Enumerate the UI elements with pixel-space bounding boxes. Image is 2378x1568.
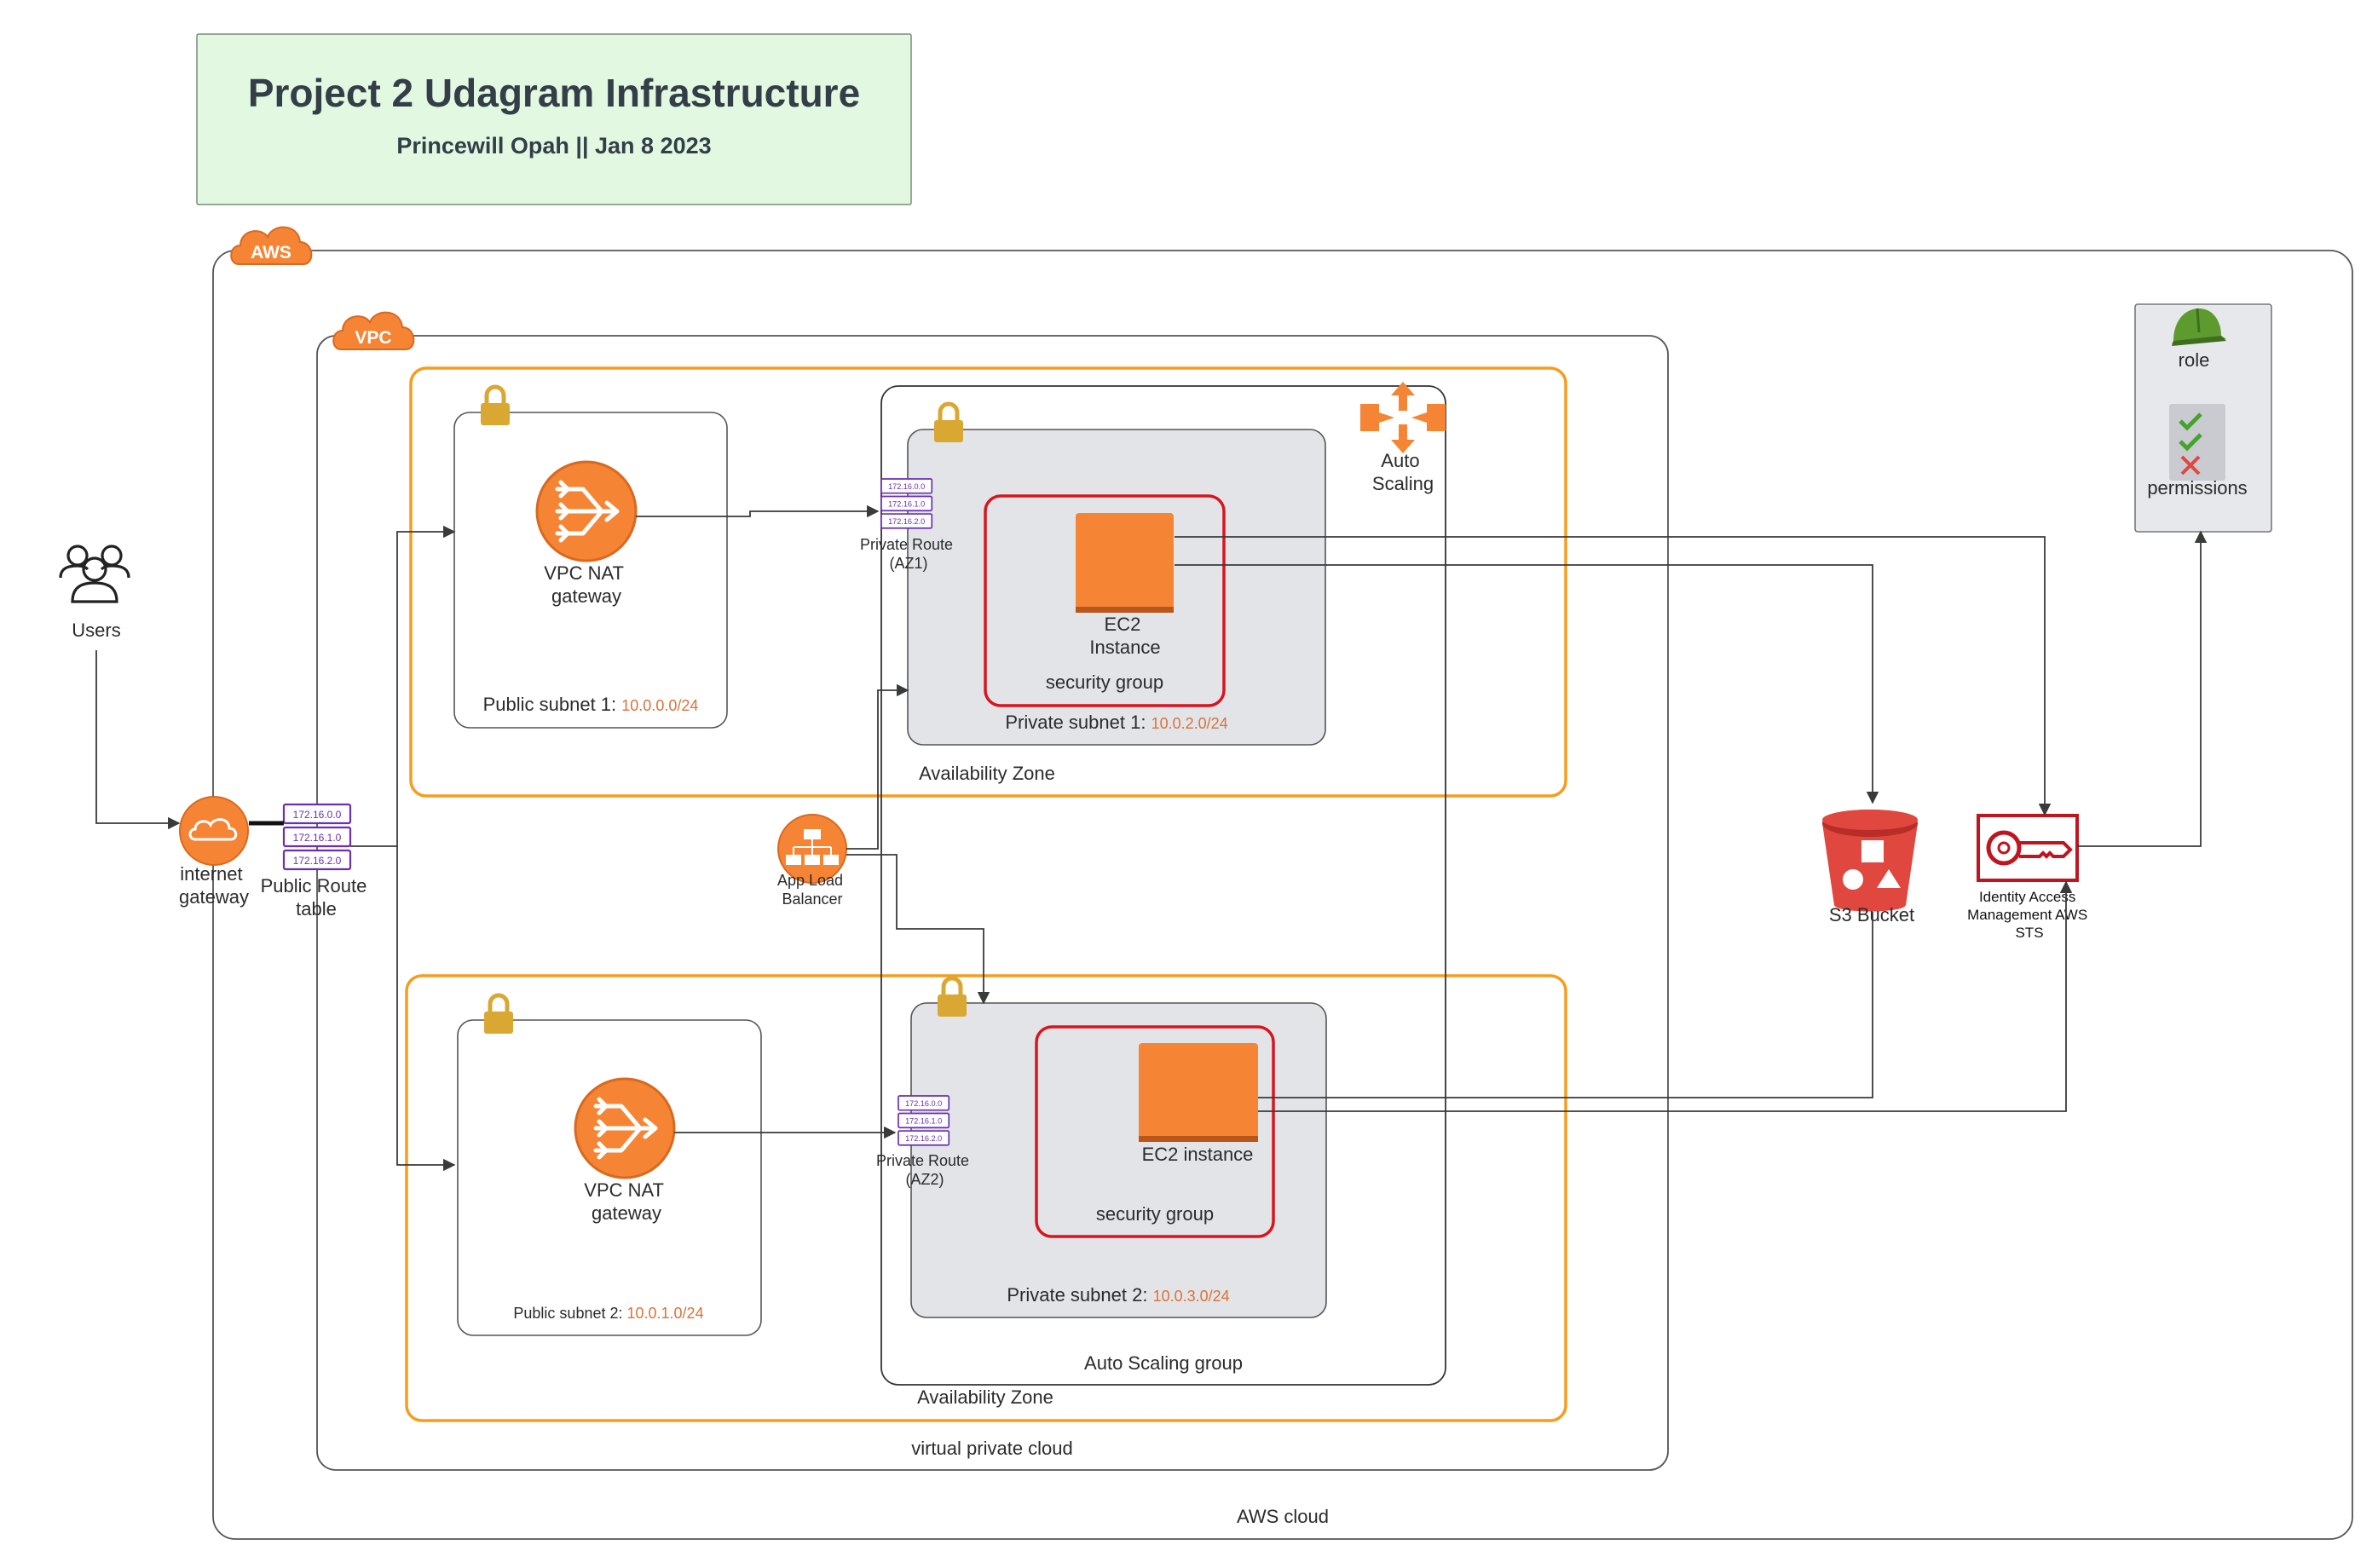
private-route-az2-label: Private Route (AZ2): [876, 1152, 973, 1188]
nat-gateway-1-label: VPC NAT gateway: [544, 562, 628, 607]
security-group-1-label: security group: [1046, 672, 1163, 693]
ec2-instance-1-label: EC2 Instance: [1089, 614, 1160, 658]
hard-hat-icon: [2172, 308, 2226, 346]
aws-cloud-container: [212, 250, 2353, 1540]
vpc-label: virtual private cloud: [911, 1438, 1073, 1459]
auto-scaling-label: Auto Scaling: [1372, 450, 1434, 494]
vpc-badge-label: VPC: [355, 328, 391, 348]
route-entry: 172.16.2.0: [888, 517, 925, 526]
route-table-icon[interactable]: 172.16.0.0 172.16.1.0 172.16.2.0: [898, 1095, 950, 1146]
private-subnet-2: [910, 1002, 1327, 1318]
aws-cloud-icon: AWS: [230, 226, 313, 265]
private-subnet-2-label: Private subnet 2: 10.0.3.0/24: [1007, 1284, 1229, 1306]
route-table-icon[interactable]: 172.16.0.0 172.16.1.0 172.16.2.0: [282, 803, 352, 871]
s3-bucket-label: S3 Bucket: [1829, 904, 1914, 925]
route-entry: 172.16.1.0: [888, 500, 925, 509]
auto-scaling-icon: [1360, 382, 1446, 453]
public-route-table-label: Public Route table: [261, 875, 372, 919]
auto-scaling-group-label: Auto Scaling group: [1084, 1352, 1243, 1374]
security-group-1: [984, 494, 1226, 707]
route-entry: 172.16.1.0: [293, 832, 342, 844]
lock-icon: [934, 404, 963, 442]
route-entry: 172.16.0.0: [888, 482, 925, 491]
users-icon: [59, 545, 130, 603]
lock-icon: [481, 387, 510, 425]
route-entry: 172.16.0.0: [905, 1099, 942, 1108]
vpc-cloud-icon: VPC: [332, 311, 415, 350]
route-entry: 172.16.2.0: [905, 1134, 942, 1143]
ec2-instance-icon[interactable]: [1076, 513, 1174, 613]
header-card: [196, 33, 912, 205]
nat-gateway-2-label: VPC NAT gateway: [584, 1179, 668, 1224]
internet-gateway-label: internet gateway: [179, 863, 249, 908]
ec2-instance-2-label: EC2 instance: [1142, 1144, 1254, 1165]
role-label: role: [2179, 349, 2210, 371]
availability-zone-2-label: Availability Zone: [917, 1386, 1053, 1408]
page-subtitle: Princewill Opah || Jan 8 2023: [396, 133, 711, 159]
security-group-2: [1035, 1025, 1275, 1238]
users-label: Users: [72, 620, 120, 641]
aws-cloud-label: AWS cloud: [1237, 1506, 1329, 1527]
route-entry: 172.16.0.0: [293, 809, 342, 821]
load-balancer-label: App Load Balancer: [777, 872, 847, 908]
availability-zone-2: [405, 974, 1567, 1422]
s3-bucket-icon[interactable]: [1822, 810, 1918, 912]
iam-label: Identity Access Management AWS STS: [1967, 889, 2092, 941]
route-entry: 172.16.1.0: [905, 1117, 942, 1126]
nat-gateway-icon[interactable]: [537, 462, 636, 561]
private-subnet-1-label: Private subnet 1: 10.0.2.0/24: [1005, 712, 1227, 733]
public-subnet-2: [457, 1019, 762, 1336]
connection-lines: [95, 504, 2208, 1172]
lock-icon: [938, 978, 967, 1017]
aws-badge-label: AWS: [251, 243, 291, 262]
public-subnet-2-label: Public subnet 2: 10.0.1.0/24: [513, 1305, 703, 1322]
iam-key-icon[interactable]: [1977, 814, 2079, 882]
auto-scaling-group: [880, 385, 1446, 1386]
ec2-instance-icon[interactable]: [1139, 1043, 1258, 1142]
vpc-container: [316, 335, 1669, 1471]
private-route-az1-label: Private Route (AZ1): [860, 536, 957, 572]
availability-zone-1: [409, 366, 1567, 798]
route-table-icon[interactable]: 172.16.0.0 172.16.1.0 172.16.2.0: [880, 478, 933, 529]
load-balancer-icon[interactable]: [777, 814, 847, 884]
public-subnet-1: [453, 412, 728, 729]
lock-icon: [484, 995, 513, 1034]
availability-zone-1-label: Availability Zone: [919, 763, 1055, 784]
public-subnet-1-label: Public subnet 1: 10.0.0.0/24: [483, 694, 699, 715]
nat-gateway-icon[interactable]: [575, 1079, 674, 1178]
checklist-icon: [2169, 404, 2225, 481]
permissions-label: permissions: [2147, 477, 2247, 499]
internet-gateway-icon[interactable]: [179, 796, 249, 866]
security-group-2-label: security group: [1096, 1203, 1214, 1225]
page-title: Project 2 Udagram Infrastructure: [248, 71, 860, 115]
route-entry: 172.16.2.0: [293, 855, 342, 867]
